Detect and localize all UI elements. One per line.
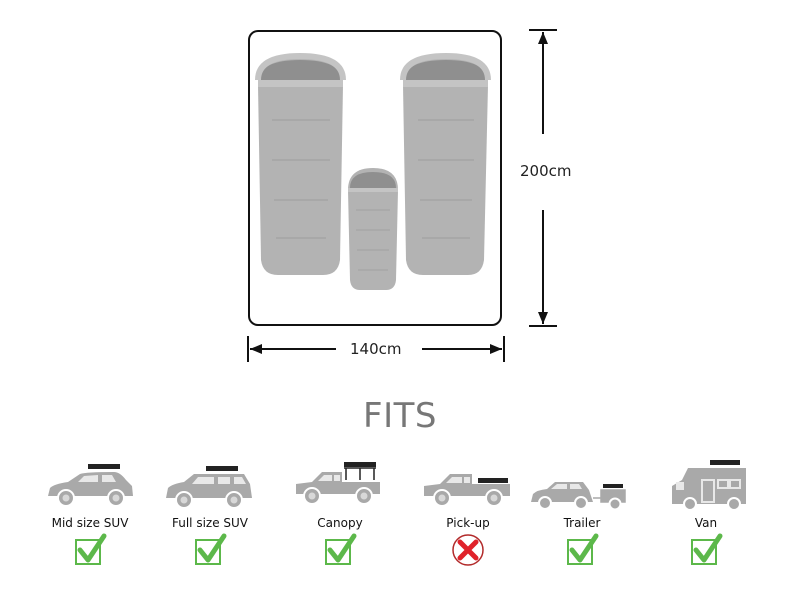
sleeping-bag-child-icon bbox=[348, 168, 398, 290]
checkmark-icon bbox=[195, 533, 227, 565]
car-trailer-icon bbox=[531, 482, 626, 510]
canopy-truck-icon bbox=[296, 462, 380, 505]
vehicle-label: Van bbox=[694, 516, 718, 530]
cross-icon bbox=[452, 534, 484, 566]
sleeping-bag-left-icon bbox=[255, 52, 346, 275]
tent-floor-outline bbox=[248, 30, 502, 326]
sleeping-bag-right-icon bbox=[400, 52, 491, 275]
vehicle-label: Mid size SUV bbox=[51, 516, 129, 530]
vehicle-label: Trailer bbox=[563, 516, 601, 530]
height-dimension-arrow-icon bbox=[529, 29, 557, 327]
full-suv-icon bbox=[166, 466, 252, 509]
pickup-truck-icon bbox=[424, 474, 510, 507]
checkmark-icon bbox=[567, 533, 599, 565]
vehicle-canopy: Canopy bbox=[280, 460, 400, 568]
vehicle-pick-up: Pick-up bbox=[408, 460, 528, 568]
sleeping-bags-illustration bbox=[255, 52, 491, 290]
vehicle-mid-size-suv: Mid size SUV bbox=[30, 460, 150, 568]
suv-icon bbox=[48, 464, 133, 507]
vehicle-trailer: Trailer bbox=[522, 460, 642, 568]
vehicle-label: Full size SUV bbox=[171, 516, 249, 530]
checkmark-icon bbox=[325, 533, 357, 565]
width-label: 140cm bbox=[350, 340, 402, 358]
width-dimension-arrow-icon bbox=[247, 336, 505, 362]
checkmark-icon bbox=[691, 533, 723, 565]
fits-title: FITS bbox=[363, 396, 437, 436]
vehicle-van: Van bbox=[646, 460, 766, 568]
vehicle-full-size-suv: Full size SUV bbox=[150, 460, 270, 568]
height-label: 200cm bbox=[520, 162, 572, 180]
checkmark-icon bbox=[75, 533, 107, 565]
vehicle-label: Canopy bbox=[317, 516, 363, 530]
vehicle-label: Pick-up bbox=[446, 516, 490, 530]
camper-van-icon bbox=[672, 460, 746, 510]
